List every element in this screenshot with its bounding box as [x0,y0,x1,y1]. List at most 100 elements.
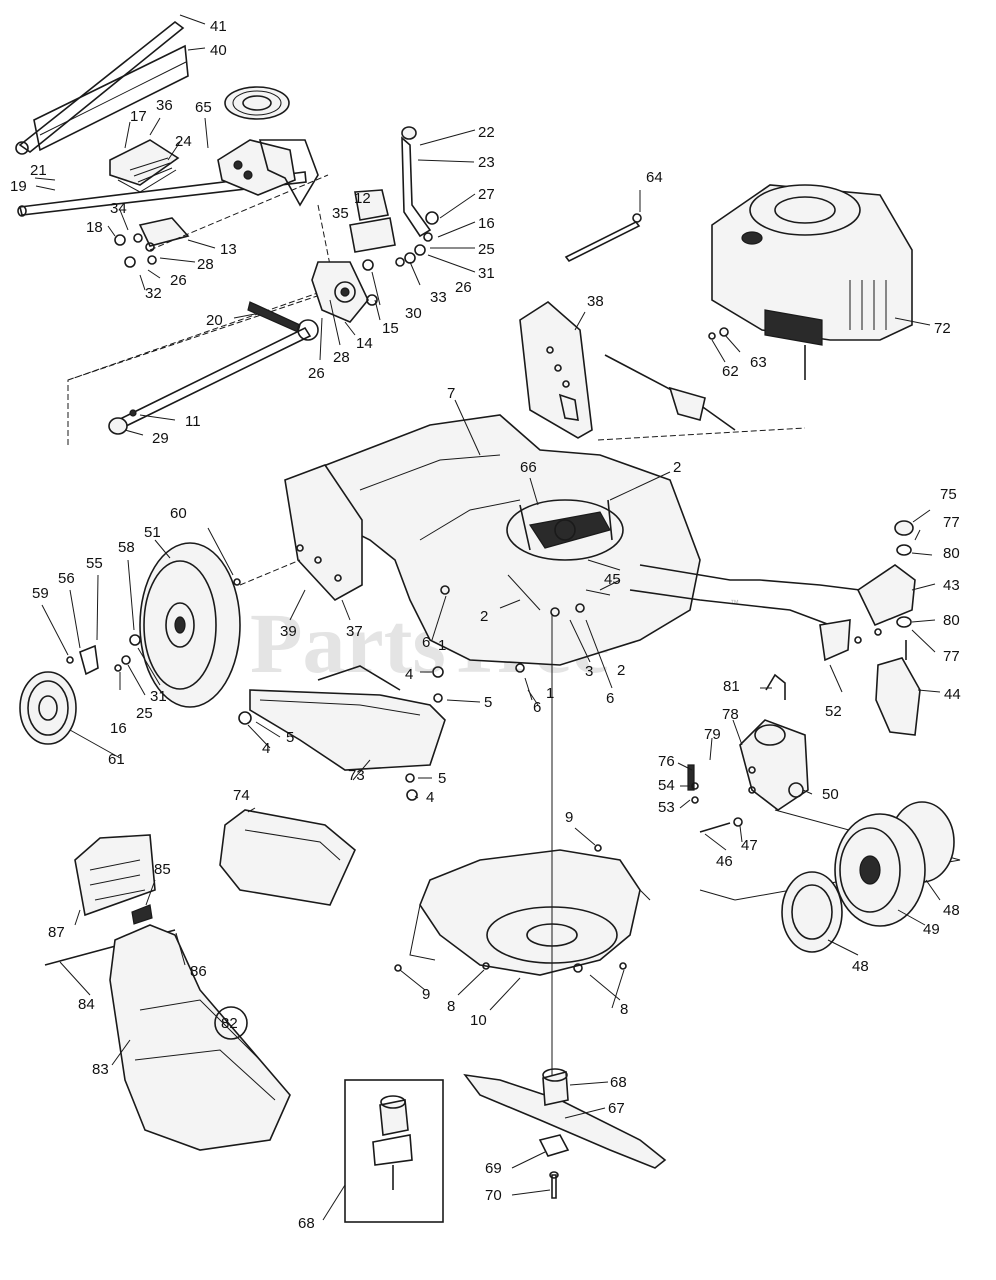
label-9a: 9 [565,809,573,826]
label-19: 19 [10,178,27,195]
label-84: 84 [78,996,95,1013]
hubcap-48-left [781,871,843,953]
label-26b: 26 [455,279,472,296]
bag-83 [109,924,291,1151]
label-55: 55 [86,555,103,572]
label-5a: 5 [484,694,492,711]
baffle-74 [219,809,356,906]
label-85: 85 [154,861,171,878]
label-48a: 48 [943,902,960,919]
label-31b: 31 [150,688,167,705]
label-1a: 1 [438,637,446,654]
label-14: 14 [356,335,373,352]
side-plate-37 [284,464,363,602]
label-11: 11 [185,413,201,430]
label-12: 12 [354,190,371,207]
frame-87 [74,834,156,917]
label-46: 46 [716,853,733,870]
rail-41 [18,20,185,154]
label-10: 10 [470,1012,487,1029]
label-8a: 8 [447,998,455,1015]
chute-73 [249,689,446,771]
front-bracket [739,719,809,811]
blade-67 [463,1073,667,1169]
label-70: 70 [485,1187,502,1204]
label-38: 38 [587,293,604,310]
dipstick [564,220,641,263]
blade-housing [394,615,651,1075]
label-35: 35 [332,205,349,222]
bracket-13 [138,217,190,247]
label-4a: 4 [405,666,413,683]
label-27: 27 [478,186,495,203]
label-64: 64 [646,169,663,186]
drive-plate [311,261,369,323]
inset-box [344,1079,444,1223]
label-77b: 77 [943,648,960,665]
label-72: 72 [934,320,951,337]
adapter-68 [542,1070,569,1106]
label-45: 45 [604,571,621,588]
label-43: 43 [943,577,960,594]
drive-assembly [15,20,439,445]
label-17: 17 [130,108,147,125]
label-4b: 4 [262,740,270,757]
label-53: 53 [658,799,675,816]
bracket-36 [109,139,180,186]
plate-52 [819,619,851,662]
label-2a: 2 [673,459,681,476]
label-76: 76 [658,753,675,770]
left-wheel [19,542,301,745]
label-13: 13 [220,241,237,258]
watermark-trademark: ™ [730,598,739,608]
label-63: 63 [750,354,767,371]
label-81: 81 [723,678,740,695]
label-6a: 6 [422,634,430,651]
rail-40 [33,44,189,152]
label-25b: 25 [136,705,153,722]
label-73: 73 [348,767,365,784]
grass-catcher [44,809,356,1151]
label-8b: 8 [620,1001,628,1018]
spring-85 [131,904,153,925]
label-23: 23 [478,154,495,171]
label-50: 50 [822,786,839,803]
leader-lines [34,14,941,1221]
label-74: 74 [233,787,250,804]
engine [519,184,913,441]
label-36: 36 [156,97,173,114]
front-wheel-assembly [687,673,961,953]
plate-12 [354,189,389,221]
label-58: 58 [118,539,135,556]
axle [116,326,312,430]
handle-81 [765,673,786,700]
callout-82 [214,1006,248,1040]
label-2b: 2 [480,608,488,625]
lever [401,136,432,238]
label-37: 37 [346,623,363,640]
label-24: 24 [175,133,192,150]
label-56: 56 [58,570,75,587]
label-7: 7 [447,385,455,402]
gearbox-housing [258,139,319,207]
label-47: 47 [741,837,758,854]
label-33: 33 [430,289,447,306]
label-26a: 26 [170,272,187,289]
deck-7 [298,414,701,666]
label-4c: 4 [426,789,434,806]
label-68b: 68 [298,1215,315,1232]
label-77a: 77 [943,514,960,531]
bracket-43 [856,564,916,627]
motor-mount [529,511,611,549]
label-60: 60 [170,505,187,522]
label-34: 34 [110,200,127,217]
label-6c: 6 [533,699,541,716]
label-31a: 31 [478,265,495,282]
label-86: 86 [190,963,207,980]
label-6b: 6 [606,690,614,707]
label-28b: 28 [333,349,350,366]
label-16a: 16 [478,215,495,232]
label-40: 40 [210,42,227,59]
label-82: 82 [221,1015,238,1032]
